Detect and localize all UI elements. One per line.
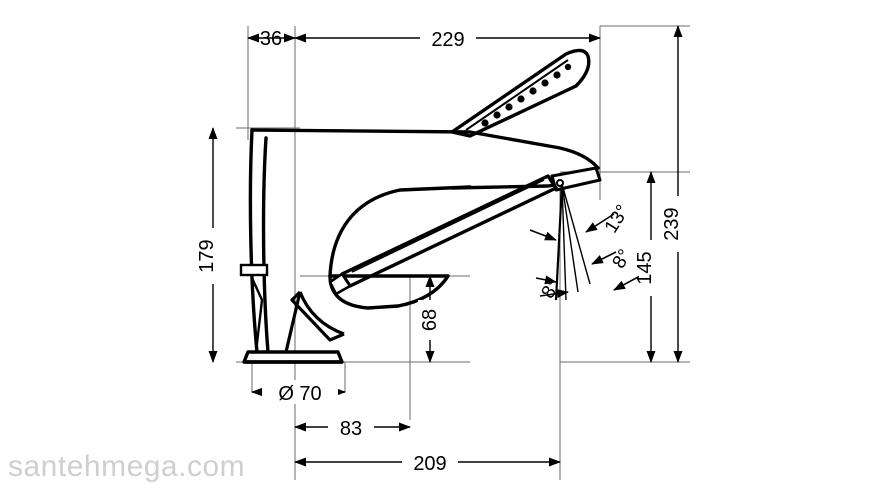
dim-right-outer-height: 239 [661, 25, 690, 363]
handshower-spray-nozzles [481, 63, 572, 127]
base-plate [242, 350, 344, 364]
leader-145-tick [613, 275, 641, 291]
dim-left-height: 179 [196, 127, 225, 363]
angle-label-13deg: 13° [601, 201, 634, 236]
diverter-handle [284, 290, 345, 353]
dim-label-145: 145 [634, 251, 656, 284]
dim-label-68: 68 [419, 309, 441, 331]
leader-8deg-lower [539, 289, 569, 299]
angle-leaders [529, 213, 641, 299]
column-side-tab [239, 263, 269, 277]
dim-top-left-offset: 36 [247, 28, 296, 50]
watermark: santehmega.com [8, 450, 246, 483]
dim-bottom-long: 209 [294, 450, 561, 475]
dim-label-36: 36 [260, 28, 282, 50]
leader-8deg-mid [591, 251, 617, 265]
spout-outlet [550, 166, 602, 192]
leader-13deg [585, 213, 615, 233]
dim-top-span: 229 [294, 26, 601, 51]
leader-left-lower [535, 275, 557, 285]
spray-angle-fan [554, 183, 591, 301]
dim-label-229: 229 [431, 29, 464, 51]
dim-bottom-short: 83 [294, 415, 411, 440]
dim-label-179: 179 [196, 239, 218, 272]
leader-left-upper [529, 229, 557, 241]
dim-mid-height: 68 [418, 275, 442, 363]
lever-handle [328, 174, 558, 296]
dim-base-diameter: Ø 70 [251, 380, 346, 405]
column-inner-edge [250, 277, 264, 353]
dim-label-239: 239 [661, 207, 683, 240]
dim-right-inner-height: 145 [634, 171, 663, 363]
dim-label-83: 83 [340, 418, 362, 440]
handshower [450, 48, 591, 138]
dim-label-diameter-70: Ø 70 [278, 383, 321, 405]
angle-label-8deg-upper: 8° [609, 246, 636, 273]
dim-label-209: 209 [413, 453, 446, 475]
